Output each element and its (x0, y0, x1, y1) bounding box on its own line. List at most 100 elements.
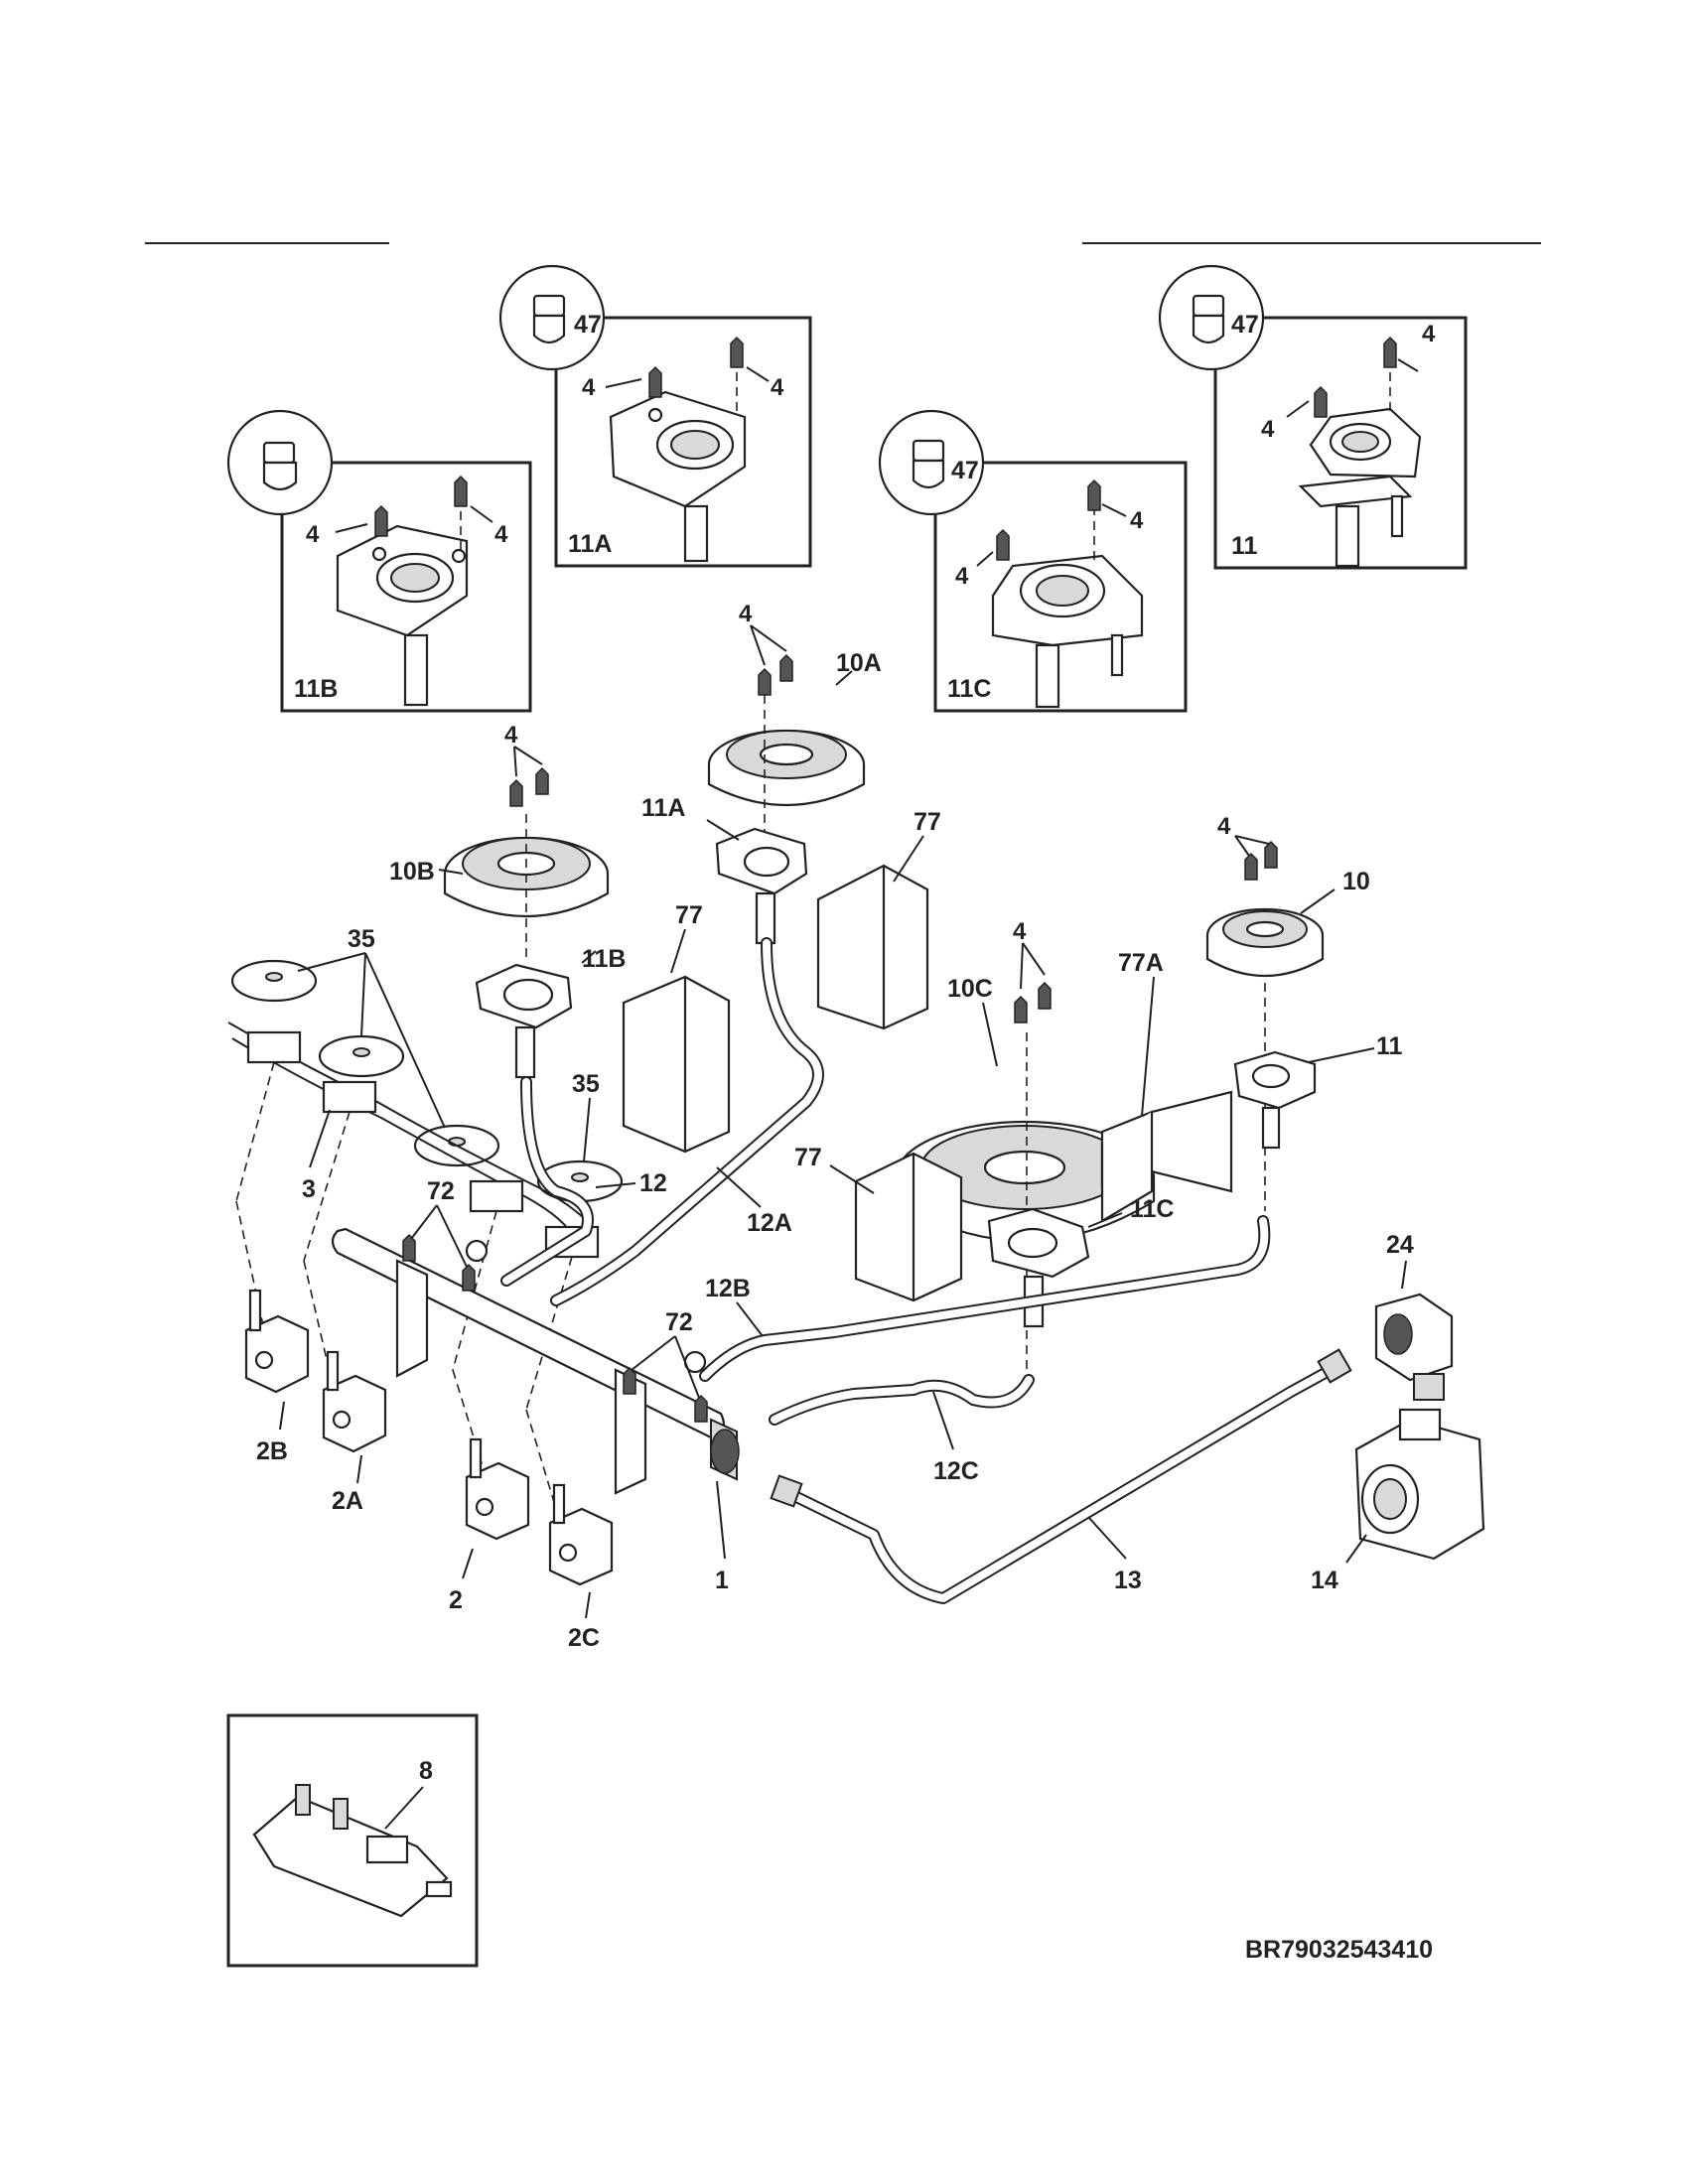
burner-cap-10a (707, 729, 866, 807)
screw-icon (1383, 336, 1397, 368)
callout-4: 4 (306, 521, 320, 548)
callout-1: 1 (715, 1567, 729, 1594)
screw-icon (374, 504, 388, 537)
screw-icon (402, 1233, 416, 1262)
orifice-icon (912, 439, 945, 489)
detail-box-11c: 47 4 4 11C (878, 409, 1188, 713)
burner-base-11c (991, 554, 1144, 709)
spark-module-8 (252, 1784, 453, 1918)
burner-cap-10 (1205, 907, 1325, 978)
callout-14: 14 (1311, 1567, 1338, 1594)
bracket-77-b (622, 975, 731, 1154)
callout-10c: 10C (947, 975, 993, 1003)
ignitor-harness-3 (227, 1022, 600, 1259)
callout-11c-box: 11C (947, 675, 991, 703)
detail-box-8: 8 (226, 1713, 479, 1968)
callout-4: 4 (1217, 813, 1231, 840)
callout-4: 4 (771, 374, 784, 401)
callout-2c: 2C (568, 1624, 600, 1652)
burner-base-11b (336, 524, 469, 707)
screw-icon (623, 1366, 636, 1395)
callout-10a: 10A (836, 649, 882, 677)
callout-2a: 2A (332, 1487, 363, 1515)
callout-4: 4 (739, 601, 753, 627)
callout-4: 4 (494, 521, 508, 548)
callout-11b: 11B (582, 945, 626, 973)
callout-4: 4 (1261, 416, 1275, 443)
callout-72: 72 (665, 1308, 693, 1336)
orifice-icon (1192, 294, 1225, 344)
callout-4: 4 (504, 722, 518, 749)
detail-box-11b: 4 4 11B (226, 409, 532, 713)
callout-4: 4 (1130, 507, 1144, 534)
callout-12c: 12C (933, 1457, 979, 1485)
elbow-24 (1374, 1293, 1454, 1401)
screw-icon (1244, 852, 1258, 881)
callout-4: 4 (955, 563, 969, 590)
burner-tube-12a (550, 937, 824, 1306)
detail-box-11: 47 4 4 11 (1158, 264, 1468, 570)
callout-72: 72 (427, 1177, 455, 1205)
gas-valve-2 (465, 1437, 530, 1541)
orifice-icon (262, 441, 298, 491)
burner-tube-12 (500, 1076, 594, 1287)
screw-icon (1314, 385, 1328, 418)
screw-icon (758, 667, 772, 696)
bracket-77a (1100, 1090, 1233, 1223)
callout-10b: 10B (389, 858, 435, 886)
callout-4: 4 (1422, 321, 1436, 347)
bracket-77-a (816, 864, 929, 1030)
screw-icon (454, 475, 468, 507)
callout-11b-box: 11B (294, 675, 338, 703)
supply-tube-13 (770, 1348, 1352, 1604)
callout-47: 47 (574, 311, 602, 339)
callout-2: 2 (449, 1586, 463, 1614)
screw-icon (1087, 478, 1101, 511)
gas-valve-2a (322, 1350, 387, 1453)
screw-icon (1264, 840, 1278, 869)
burner-base-11a-assembly (715, 827, 808, 945)
burner-base-11c-assembly (987, 1207, 1090, 1328)
callout-4: 4 (582, 374, 596, 401)
screw-icon (730, 336, 744, 368)
screw-icon (1038, 981, 1052, 1010)
callout-3: 3 (302, 1175, 316, 1203)
burner-base-11b-assembly (475, 963, 573, 1079)
diagram-code: BR79032543410 (1245, 1936, 1433, 1964)
callout-12: 12 (639, 1169, 667, 1197)
burner-base-11-assembly (1233, 1050, 1317, 1150)
screw-icon (779, 653, 793, 682)
callout-47: 47 (951, 457, 979, 484)
burner-tube-12b (699, 1215, 1271, 1382)
callout-12a: 12A (747, 1209, 792, 1237)
callout-2b: 2B (256, 1437, 288, 1465)
callout-24: 24 (1386, 1231, 1414, 1259)
screw-icon (694, 1394, 708, 1423)
gas-valve-2b (244, 1289, 310, 1394)
screw-icon (1014, 995, 1028, 1024)
callout-4: 4 (1013, 918, 1027, 945)
callout-11-box: 11 (1231, 532, 1258, 560)
callout-47: 47 (1231, 311, 1259, 339)
bracket-77-c (854, 1152, 963, 1302)
callout-11: 11 (1376, 1032, 1403, 1060)
pressure-regulator-14 (1354, 1408, 1485, 1561)
screw-icon (462, 1263, 476, 1292)
detail-box-11a: 47 4 4 11A (498, 264, 812, 568)
callout-77a: 77A (1118, 949, 1164, 977)
burner-base-11a (609, 390, 747, 563)
callout-77: 77 (794, 1144, 822, 1171)
callout-12b: 12B (705, 1275, 751, 1302)
callout-10: 10 (1342, 868, 1370, 895)
callout-11a-box: 11A (568, 530, 612, 558)
screw-icon (535, 766, 549, 795)
callout-35: 35 (348, 925, 375, 953)
screw-icon (648, 365, 662, 398)
callout-35: 35 (572, 1070, 600, 1098)
screw-icon (509, 778, 523, 807)
callout-77: 77 (675, 901, 703, 929)
orifice-icon (532, 294, 566, 344)
callout-13: 13 (1114, 1567, 1142, 1594)
gas-valve-2c (548, 1483, 614, 1586)
